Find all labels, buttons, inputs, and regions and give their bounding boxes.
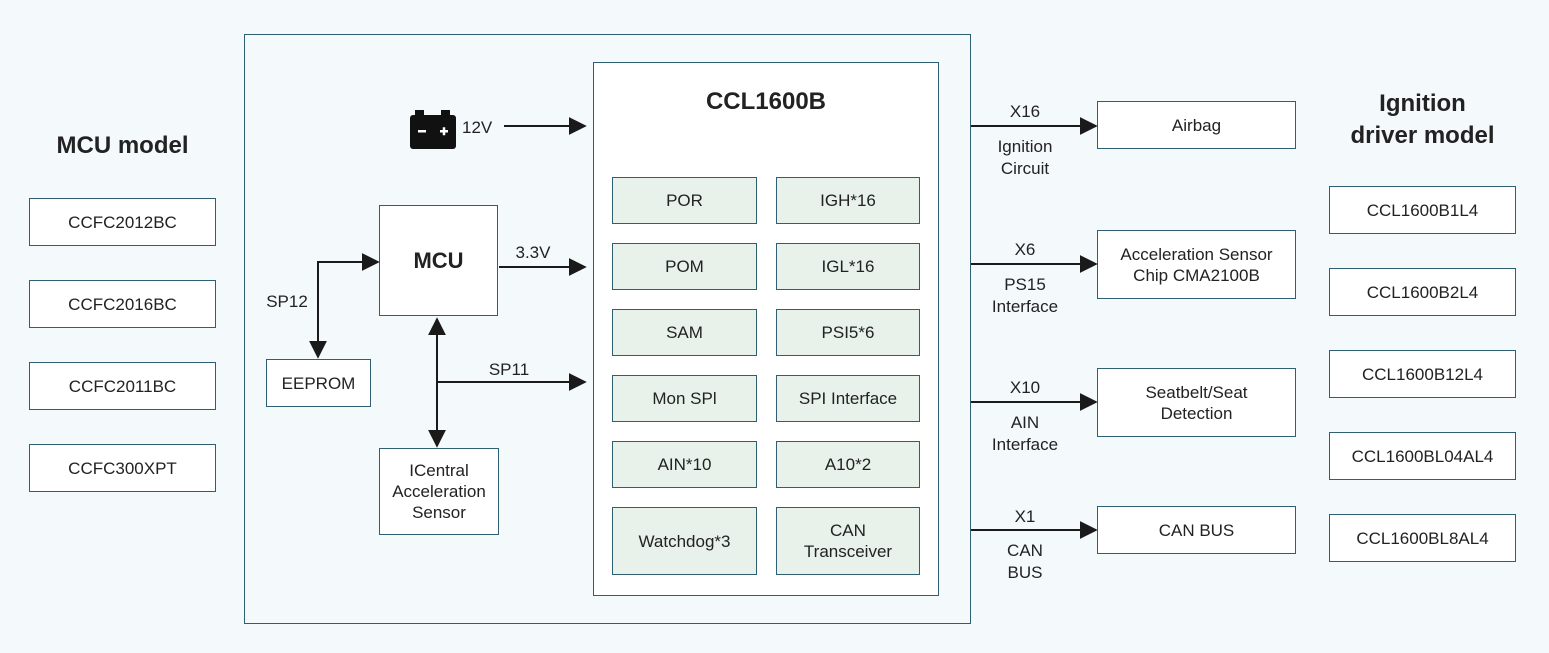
central-acceleration-sensor-block: ICentral Acceleration Sensor: [379, 448, 499, 535]
eeprom-block: EEPROM: [266, 359, 371, 407]
chip-title: CCL1600B: [705, 88, 827, 115]
output-x6-sublabel: PS15 Interface: [991, 275, 1059, 316]
chip-cell-por: POR: [612, 177, 757, 224]
board-frame: [244, 34, 971, 624]
ignition-driver-model-item: CCL1600B1L4: [1329, 186, 1516, 234]
mcu-label: MCU: [413, 248, 464, 273]
target-airbag: Airbag: [1097, 101, 1296, 149]
battery-voltage-label: 12V: [462, 118, 493, 137]
target-seatbelt-seat-detection: Seatbelt/Seat Detection: [1097, 368, 1296, 437]
mcu-model-item: CCFC2012BC: [29, 198, 216, 246]
chip-cell-ain: AIN*10: [612, 441, 757, 488]
mcu-voltage-label: 3.3V: [515, 243, 551, 262]
output-x16-label: X16: [1009, 102, 1041, 121]
target-acceleration-sensor-chip: Acceleration Sensor Chip CMA2100B: [1097, 230, 1296, 299]
ignition-driver-model-item: CCL1600B2L4: [1329, 268, 1516, 316]
output-x1-label: X1: [1014, 507, 1036, 526]
mcu-model-item: CCFC2016BC: [29, 280, 216, 328]
output-x10-label: X10: [1009, 378, 1041, 397]
mcu-block: MCU: [379, 205, 498, 316]
chip-cell-spi-interface: SPI Interface: [776, 375, 920, 422]
output-x10-sublabel: AIN Interface: [991, 413, 1059, 454]
chip-cell-can-transceiver: CAN Transceiver: [776, 507, 920, 575]
chip-cell-pom: POM: [612, 243, 757, 290]
battery-icon: [408, 108, 458, 150]
output-x16-sublabel: Ignition Circuit: [997, 137, 1053, 178]
arrow-sp12-mcu-eeprom: [309, 253, 380, 359]
ignition-driver-model-item: CCL1600BL8AL4: [1329, 514, 1516, 562]
output-x6-label: X6: [1014, 240, 1036, 259]
sp11-label: SP11: [488, 360, 530, 379]
chip-cell-sam: SAM: [612, 309, 757, 356]
chip-cell-watchdog: Watchdog*3: [612, 507, 757, 575]
ignition-driver-model-item: CCL1600BL04AL4: [1329, 432, 1516, 480]
sp12-label: SP12: [266, 292, 308, 311]
ignition-driver-model-item: CCL1600B12L4: [1329, 350, 1516, 398]
chip-cell-psi5: PSI5*6: [776, 309, 920, 356]
ignition-driver-model-heading: Ignition driver model: [1350, 90, 1495, 149]
chip-cell-mon-spi: Mon SPl: [612, 375, 757, 422]
chip-cell-igl: IGL*16: [776, 243, 920, 290]
mcu-model-item: CCFC300XPT: [29, 444, 216, 492]
mcu-model-heading: MCU model: [56, 132, 189, 159]
output-x1-sublabel: CAN BUS: [1007, 541, 1043, 582]
mcu-model-item: CCFC2011BC: [29, 362, 216, 410]
chip-cell-igh: IGH*16: [776, 177, 920, 224]
chip-cell-a10: A10*2: [776, 441, 920, 488]
